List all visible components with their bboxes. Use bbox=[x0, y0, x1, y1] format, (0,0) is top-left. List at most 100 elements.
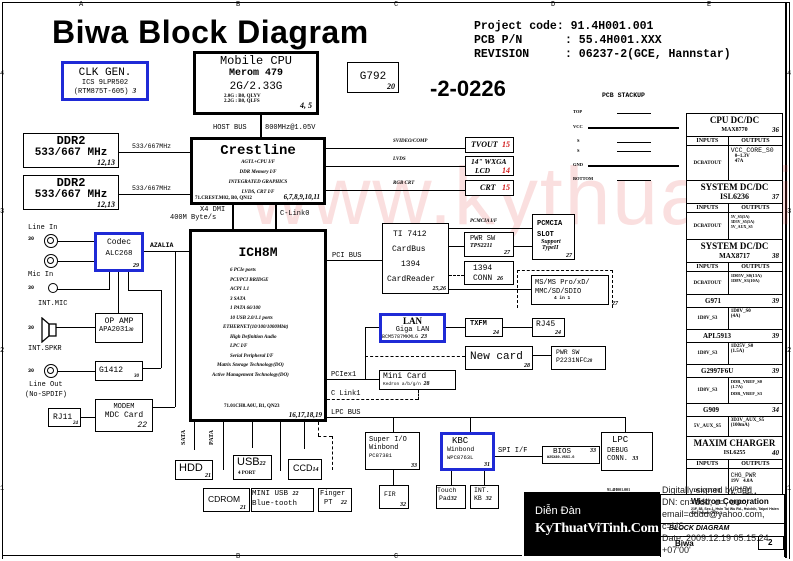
g971-outputs: 1D8V_S0(4A) bbox=[730, 309, 751, 319]
opamp-wire-v bbox=[118, 272, 119, 313]
signature-line: +07'00' bbox=[662, 545, 691, 555]
charger-part: ISL6255 bbox=[723, 450, 746, 456]
charger-title: MAXIM CHARGER bbox=[693, 438, 776, 448]
signature-line: DN: cn=ddd, o=, ou=, bbox=[662, 497, 748, 507]
g1412-title: G1412 bbox=[99, 366, 124, 375]
clink0-label: C-Link0 bbox=[280, 210, 310, 218]
line-in-wire bbox=[58, 241, 94, 242]
signature-line: c=US bbox=[662, 521, 685, 531]
apl5913-page: 39 bbox=[772, 332, 779, 340]
ddr-bus-line-1 bbox=[119, 152, 190, 153]
layer-s1: S bbox=[577, 138, 580, 143]
lpc-bus-line bbox=[327, 417, 625, 418]
svideo-line bbox=[326, 148, 466, 149]
azalia-modem-wire bbox=[175, 251, 176, 407]
crt-block: CRT 15 bbox=[465, 180, 514, 196]
crestline-title: Crestline bbox=[220, 143, 296, 159]
ccd-title: CCD14 bbox=[293, 463, 319, 473]
g1412-wire-v2 bbox=[161, 290, 162, 368]
g2997-page: 39 bbox=[772, 367, 779, 375]
rj11-wire bbox=[81, 417, 95, 418]
kbc-part: WPC8763L bbox=[447, 454, 474, 461]
digital-signature: Digitally signed by ddd DN: cn=ddd, o=, … bbox=[662, 484, 769, 556]
layer-top-line bbox=[617, 113, 651, 114]
superio-wire bbox=[393, 417, 394, 432]
bios-title: BIOS bbox=[553, 448, 572, 456]
grid-row-1: 1 bbox=[0, 485, 5, 493]
forum-banner[interactable]: Diễn Đàn KyThuatViTinh.Com bbox=[524, 492, 660, 556]
txfm-title: TXFM bbox=[470, 320, 487, 328]
super-io-part: PC87381 bbox=[369, 452, 393, 459]
ddr2-block-2: DDR2 533/667 MHz 12,13 bbox=[23, 175, 119, 210]
pwr-sw-wire-2 bbox=[514, 246, 533, 247]
newcard-wire bbox=[365, 356, 465, 357]
line-out-label: Line Out bbox=[29, 381, 63, 389]
layer-bottom: BOTTOM bbox=[573, 176, 594, 181]
lpc-debug-line2: DEBUG bbox=[607, 447, 629, 455]
ich8m-feature: Serial Peripheral I/F bbox=[230, 353, 274, 359]
title-block: Wistron Corporation 21F, 88, Sec.1, Hsin… bbox=[660, 494, 785, 557]
intkb-wire bbox=[484, 471, 485, 485]
sys1-page: 37 bbox=[772, 193, 779, 201]
pciex1-bus-v bbox=[365, 327, 366, 380]
finger-block: Finger PT 22 bbox=[318, 488, 352, 512]
ich8m-feature: 10 USB 2.0/1.1 ports bbox=[230, 315, 273, 321]
cpu-page: 4, 5 bbox=[300, 101, 312, 110]
super-io-page: 33 bbox=[411, 463, 417, 469]
grid-row-4: 4 bbox=[0, 70, 5, 78]
stamp-number: -2-0226 bbox=[430, 76, 506, 101]
clink1-wire-v bbox=[418, 390, 419, 400]
rj45-block: RJ45 24 bbox=[532, 318, 565, 337]
cpu-sub1: 2.0G : B0, QLYV bbox=[224, 94, 261, 99]
rgb-crt-label: RGB CRT bbox=[393, 181, 415, 186]
lvds-label: LVDS bbox=[393, 157, 406, 162]
conn-1394-line2: CONN 26 bbox=[473, 274, 504, 283]
revision: : 06237-2(GCE, Hannstar) bbox=[565, 48, 731, 61]
grid-col-b: B bbox=[236, 1, 241, 9]
dmi-line bbox=[232, 205, 234, 231]
azalia-label: AZALIA bbox=[150, 242, 174, 249]
line-out-wire bbox=[58, 371, 95, 372]
apl5913-title: APL5913 bbox=[703, 332, 731, 340]
crestline-block: Crestline AGTL+CPU I/F DDR Memory I/F IN… bbox=[190, 137, 326, 205]
cdrom-title: CDROM bbox=[208, 494, 241, 504]
card-reader-block: MS/MS Pro/xD/ MMC/SD/SDIO 4 in 1 27 bbox=[531, 275, 618, 307]
lcd-size: 14" WXGA bbox=[471, 157, 507, 166]
pwr-sw-page: 27 bbox=[504, 250, 510, 256]
mic-in-jack-icon bbox=[44, 254, 58, 268]
mic-in-wire bbox=[58, 261, 94, 262]
host-bus-speed: 800MHz@1.05V bbox=[265, 124, 316, 132]
pwr-sw2-wire bbox=[533, 355, 552, 356]
apl5913-outputs: 1D25V_S0(1.5A) bbox=[730, 344, 754, 354]
crestline-feature: INTEGRATED GRAPHICS bbox=[228, 180, 288, 185]
pcmcia-slot-block: PCMCIA SLOT Support TypeII 27 bbox=[532, 214, 575, 260]
tvout-page: 15 bbox=[502, 140, 510, 149]
ccd-block: CCD14 bbox=[288, 459, 322, 480]
new-card-title: New card bbox=[470, 351, 523, 363]
txfm-wire bbox=[446, 327, 465, 328]
cardbus-line2: CardBus bbox=[392, 245, 426, 254]
modem-page: 22 bbox=[137, 421, 147, 430]
ich8m-page: 16,17,18,19 bbox=[288, 411, 322, 419]
sata-wire bbox=[194, 422, 195, 450]
pcmcia-line3: Support bbox=[541, 239, 561, 245]
fir-wire bbox=[393, 470, 394, 485]
pciex1-label: PCIex1 bbox=[331, 371, 357, 379]
layer-vcc-line bbox=[588, 127, 679, 129]
line-out-jack-icon bbox=[44, 364, 58, 378]
conn-1394-line1: 1394 bbox=[473, 264, 493, 273]
g792-block: G792 20 bbox=[347, 62, 399, 93]
layer-s1-line bbox=[617, 142, 651, 143]
cpu-block: Mobile CPU Merom 479 2G/2.33G 2.0G : B0,… bbox=[193, 51, 319, 115]
g1412-wire-v1 bbox=[128, 272, 129, 290]
cardbus-page: 25,26 bbox=[432, 286, 447, 292]
codec-title: Codec bbox=[106, 238, 131, 247]
grid-row-3: 3 bbox=[0, 208, 5, 216]
lpc-debug-title: LPC bbox=[612, 435, 629, 445]
g2997-outputs: DDR_VREF_S0(1.7A)DDR_VREF_S3 bbox=[730, 379, 763, 396]
ich8m-features: 6 PCIe ports PCI/PCI BRIDGE ACPI 1.1 3 S… bbox=[192, 266, 324, 380]
grid-row-2-right: 2 bbox=[787, 347, 792, 355]
